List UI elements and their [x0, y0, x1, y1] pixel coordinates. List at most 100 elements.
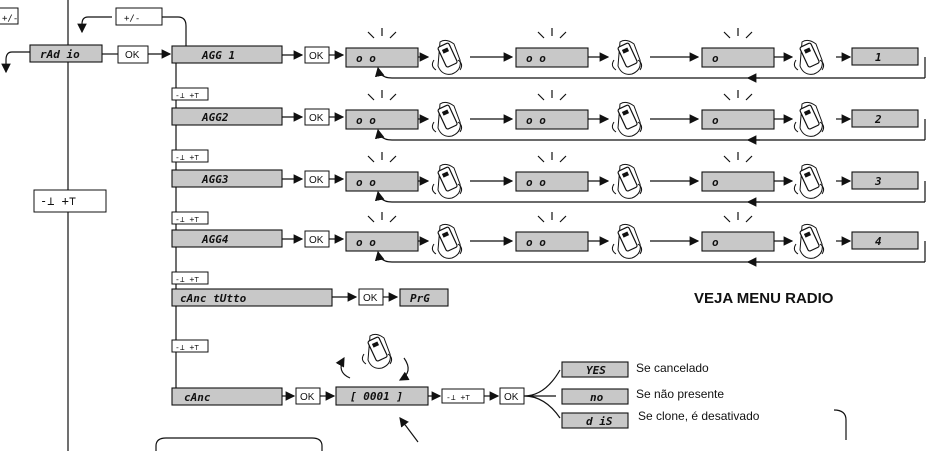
- bottom-bracket: [155, 437, 323, 451]
- svg-text:OK: OK: [300, 392, 315, 403]
- key-arrows-label: -⊥ +⊤: [175, 275, 199, 284]
- lcd-prg: [399, 288, 449, 307]
- outcome-text-yes: Se cancelado: [636, 361, 709, 375]
- svg-text:OK: OK: [125, 50, 140, 61]
- blink-marks: [367, 90, 397, 101]
- key-arrows[interactable]: [171, 149, 209, 163]
- plusminus-return: +/-: [77, 7, 187, 46]
- row-cancel: cAnc OK [ 0001 ] -⊥ +⊤ OK: [171, 333, 561, 443]
- remote-icon: [611, 39, 643, 75]
- remote-icon: [431, 39, 463, 75]
- lcd-outcome-yes: [561, 361, 629, 378]
- blink-marks: [367, 212, 397, 223]
- lcd-dots: o o: [526, 52, 546, 65]
- key-arrows[interactable]: [171, 87, 209, 101]
- lcd-outcome-dis: [561, 412, 629, 429]
- blink-marks: [537, 152, 567, 163]
- lcd-dots: o: [712, 176, 719, 189]
- remote-icon: [431, 163, 463, 199]
- blink-marks: [367, 28, 397, 39]
- lcd-dots: o o: [356, 176, 376, 189]
- return-line: [374, 190, 925, 203]
- key-arrows-cancel[interactable]: -⊥ +⊤: [171, 339, 209, 353]
- key-arrows[interactable]: [171, 271, 209, 285]
- lcd-dots: o o: [356, 114, 376, 127]
- svg-text:cAnc tUtto: cAnc tUtto: [180, 292, 247, 305]
- lcd-result: [851, 109, 919, 128]
- outcome-list: YES Se cancelado no Se não presente d iS…: [561, 361, 847, 440]
- lcd-result: [851, 47, 919, 66]
- lcd-outcome-no: [561, 388, 629, 405]
- lcd-dots: o o: [526, 176, 546, 189]
- blink-marks: [723, 152, 753, 163]
- remote-icon: [611, 163, 643, 199]
- return-line: [374, 66, 925, 79]
- row-agg-2: AGG2 OK o o o o o 2 -⊥ +⊤: [171, 90, 926, 163]
- blink-marks: [723, 212, 753, 223]
- blink-marks: [367, 152, 397, 163]
- key-plusminus-corner[interactable]: +/-: [0, 7, 19, 25]
- lcd-dots: o o: [526, 236, 546, 249]
- svg-text:-⊥ +⊤: -⊥ +⊤: [175, 343, 199, 352]
- svg-text:no: no: [590, 391, 604, 404]
- blink-marks: [537, 212, 567, 223]
- svg-text:rAd io: rAd io: [40, 48, 80, 61]
- key-arrows-left[interactable]: -⊥ +⊤: [33, 189, 107, 213]
- lcd-dots: o: [712, 114, 719, 127]
- blink-marks: [537, 28, 567, 39]
- remote-icon: [431, 101, 463, 137]
- lcd-dots: o o: [526, 114, 546, 127]
- svg-text:-⊥ +⊤: -⊥ +⊤: [40, 194, 76, 208]
- agg-label-text: AGG4: [201, 233, 229, 246]
- ok-label: OK: [309, 235, 324, 246]
- lcd-radio: rAd io: [29, 44, 103, 63]
- row-agg-1: AGG 1 OK o o o o o 1 -⊥ +⊤: [171, 28, 926, 101]
- key-arrows-label: -⊥ +⊤: [175, 153, 199, 162]
- remote-icon-cancel: [361, 333, 393, 369]
- svg-text:[ 0001 ]: [ 0001 ]: [350, 390, 403, 403]
- lcd-dots: o: [712, 236, 719, 249]
- key-arrows-label: -⊥ +⊤: [175, 91, 199, 100]
- key-arrows[interactable]: [171, 211, 209, 225]
- svg-text:+/-: +/-: [2, 14, 18, 24]
- remote-icon: [793, 163, 825, 199]
- result-text: 4: [875, 235, 882, 248]
- remote-icon: [611, 101, 643, 137]
- result-text: 2: [874, 113, 882, 126]
- section-title: VEJA MENU RADIO: [694, 290, 834, 307]
- blink-marks: [723, 90, 753, 101]
- lcd-result: [851, 171, 919, 190]
- ok-label: OK: [309, 175, 324, 186]
- ok-label: OK: [309, 113, 324, 124]
- agg-label-text: AGG2: [201, 111, 229, 124]
- blink-marks: [723, 28, 753, 39]
- svg-text:d iS: d iS: [586, 415, 613, 428]
- svg-text:-⊥ +⊤: -⊥ +⊤: [446, 393, 470, 402]
- lcd-result: [851, 231, 919, 250]
- svg-text:PrG: PrG: [410, 292, 430, 305]
- outcome-text-dis: Se clone, é desativado: [638, 409, 760, 423]
- svg-text:+/-: +/-: [124, 14, 140, 24]
- lcd-dots: o o: [356, 52, 376, 65]
- remote-icon: [793, 101, 825, 137]
- svg-text:OK: OK: [504, 392, 519, 403]
- ok-label: OK: [309, 51, 324, 62]
- svg-text:YES: YES: [586, 364, 606, 377]
- result-text: 3: [874, 175, 882, 188]
- key-arrows-label: -⊥ +⊤: [175, 215, 199, 224]
- remote-icon: [793, 39, 825, 75]
- result-text: 1: [875, 51, 882, 64]
- remote-icon: [611, 223, 643, 259]
- outcome-text-no: Se não presente: [636, 387, 724, 401]
- svg-text:cAnc: cAnc: [184, 391, 211, 404]
- remote-icon: [793, 223, 825, 259]
- return-line: [374, 250, 925, 263]
- blink-marks: [537, 90, 567, 101]
- row-cancel-all: cAnc tUtto OK PrG: [171, 288, 449, 307]
- remote-icon: [431, 223, 463, 259]
- agg-label-text: AGG 1: [201, 49, 235, 62]
- lcd-dots: o: [712, 52, 719, 65]
